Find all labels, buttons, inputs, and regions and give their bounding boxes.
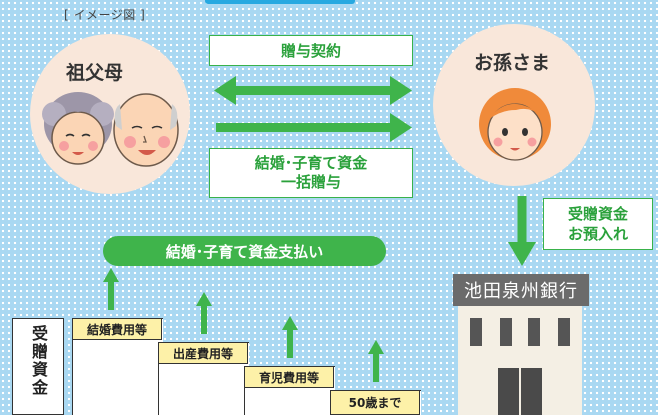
bank-window (500, 318, 512, 346)
top-decoration (205, 0, 355, 4)
bank-door-divider (519, 368, 521, 415)
deposit-line1: 受贈資金 (567, 205, 628, 223)
step-label: 出産費用等 (158, 342, 248, 364)
lump-sum-line1: 結婚･子育て資金 (254, 154, 368, 172)
grandchild-icon (479, 88, 551, 161)
up-arrow-icon (282, 316, 298, 358)
grandparents-illustration (42, 92, 179, 167)
down-arrow-icon (508, 196, 536, 266)
received-funds-label: 受贈資金 (29, 325, 48, 397)
grandfather-icon (113, 93, 179, 167)
bank-building-icon (458, 306, 582, 415)
step-label: 結婚費用等 (72, 318, 162, 340)
lump-sum-gift-label: 結婚･子育て資金 一括贈与 (209, 148, 413, 198)
gift-contract-label: 贈与契約 (209, 35, 413, 66)
exchange-arrows (214, 76, 412, 142)
lump-sum-line2: 一括贈与 (280, 173, 341, 191)
step-label: 50歳まで (330, 390, 420, 415)
grandmother-icon (42, 92, 114, 165)
right-arrow-icon (216, 113, 412, 142)
bank-window (470, 318, 482, 346)
deposit-label: 受贈資金 お預入れ (543, 198, 653, 250)
up-arrow-icon (103, 268, 119, 310)
step-label: 育児費用等 (244, 366, 334, 388)
up-arrow-icon (196, 292, 212, 334)
bank-window (528, 318, 540, 346)
grandchild-label: お孫さま (474, 52, 551, 74)
received-funds-box: 受贈資金 (12, 318, 64, 415)
deposit-line2: お預入れ (567, 225, 628, 243)
bank-window (558, 318, 570, 346)
up-arrow-icon (368, 340, 384, 382)
payment-pill: 結婚･子育て資金支払い (103, 236, 386, 266)
diagram-caption: [ イメージ図 ] (64, 8, 146, 22)
double-arrow-icon (214, 76, 412, 105)
bank-name-sign: 池田泉州銀行 (453, 274, 589, 306)
grandparents-label: 祖父母 (66, 62, 124, 84)
